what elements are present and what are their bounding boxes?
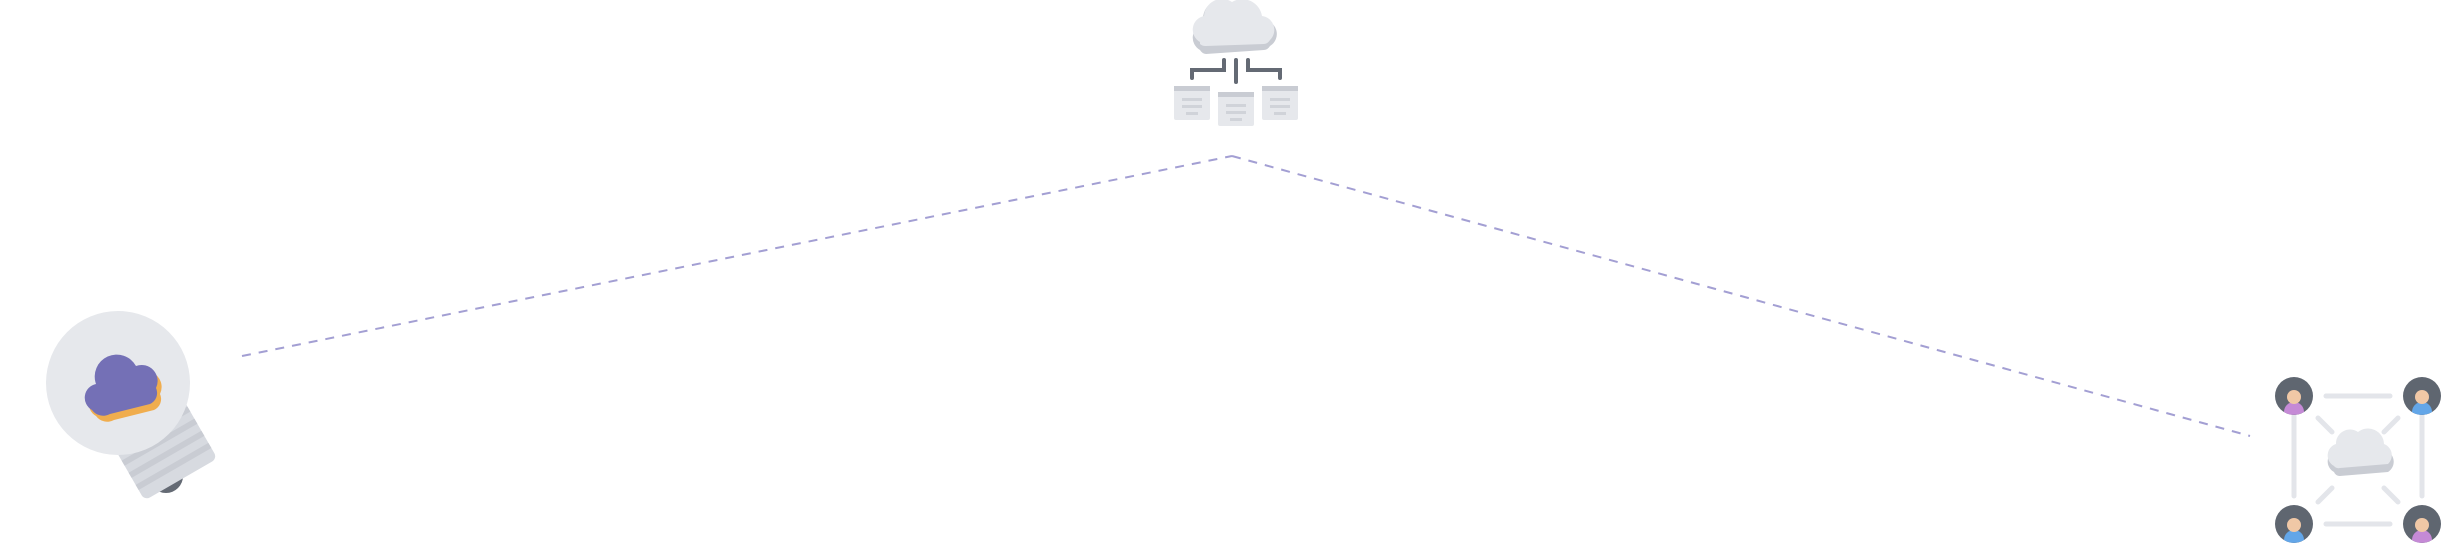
cloud-connected-users-icon: [2275, 377, 2441, 543]
dashed-connector-idea-to-cloud: [241, 155, 1233, 357]
lightbulb-cloud-icon: [46, 311, 216, 499]
avatar: [2403, 505, 2441, 543]
cloud-network-servers-icon: [1174, 0, 1298, 126]
avatar: [2275, 505, 2313, 543]
avatar: [2275, 377, 2313, 415]
avatar: [2403, 377, 2441, 415]
dashed-connector-cloud-to-users: [1231, 155, 2251, 437]
